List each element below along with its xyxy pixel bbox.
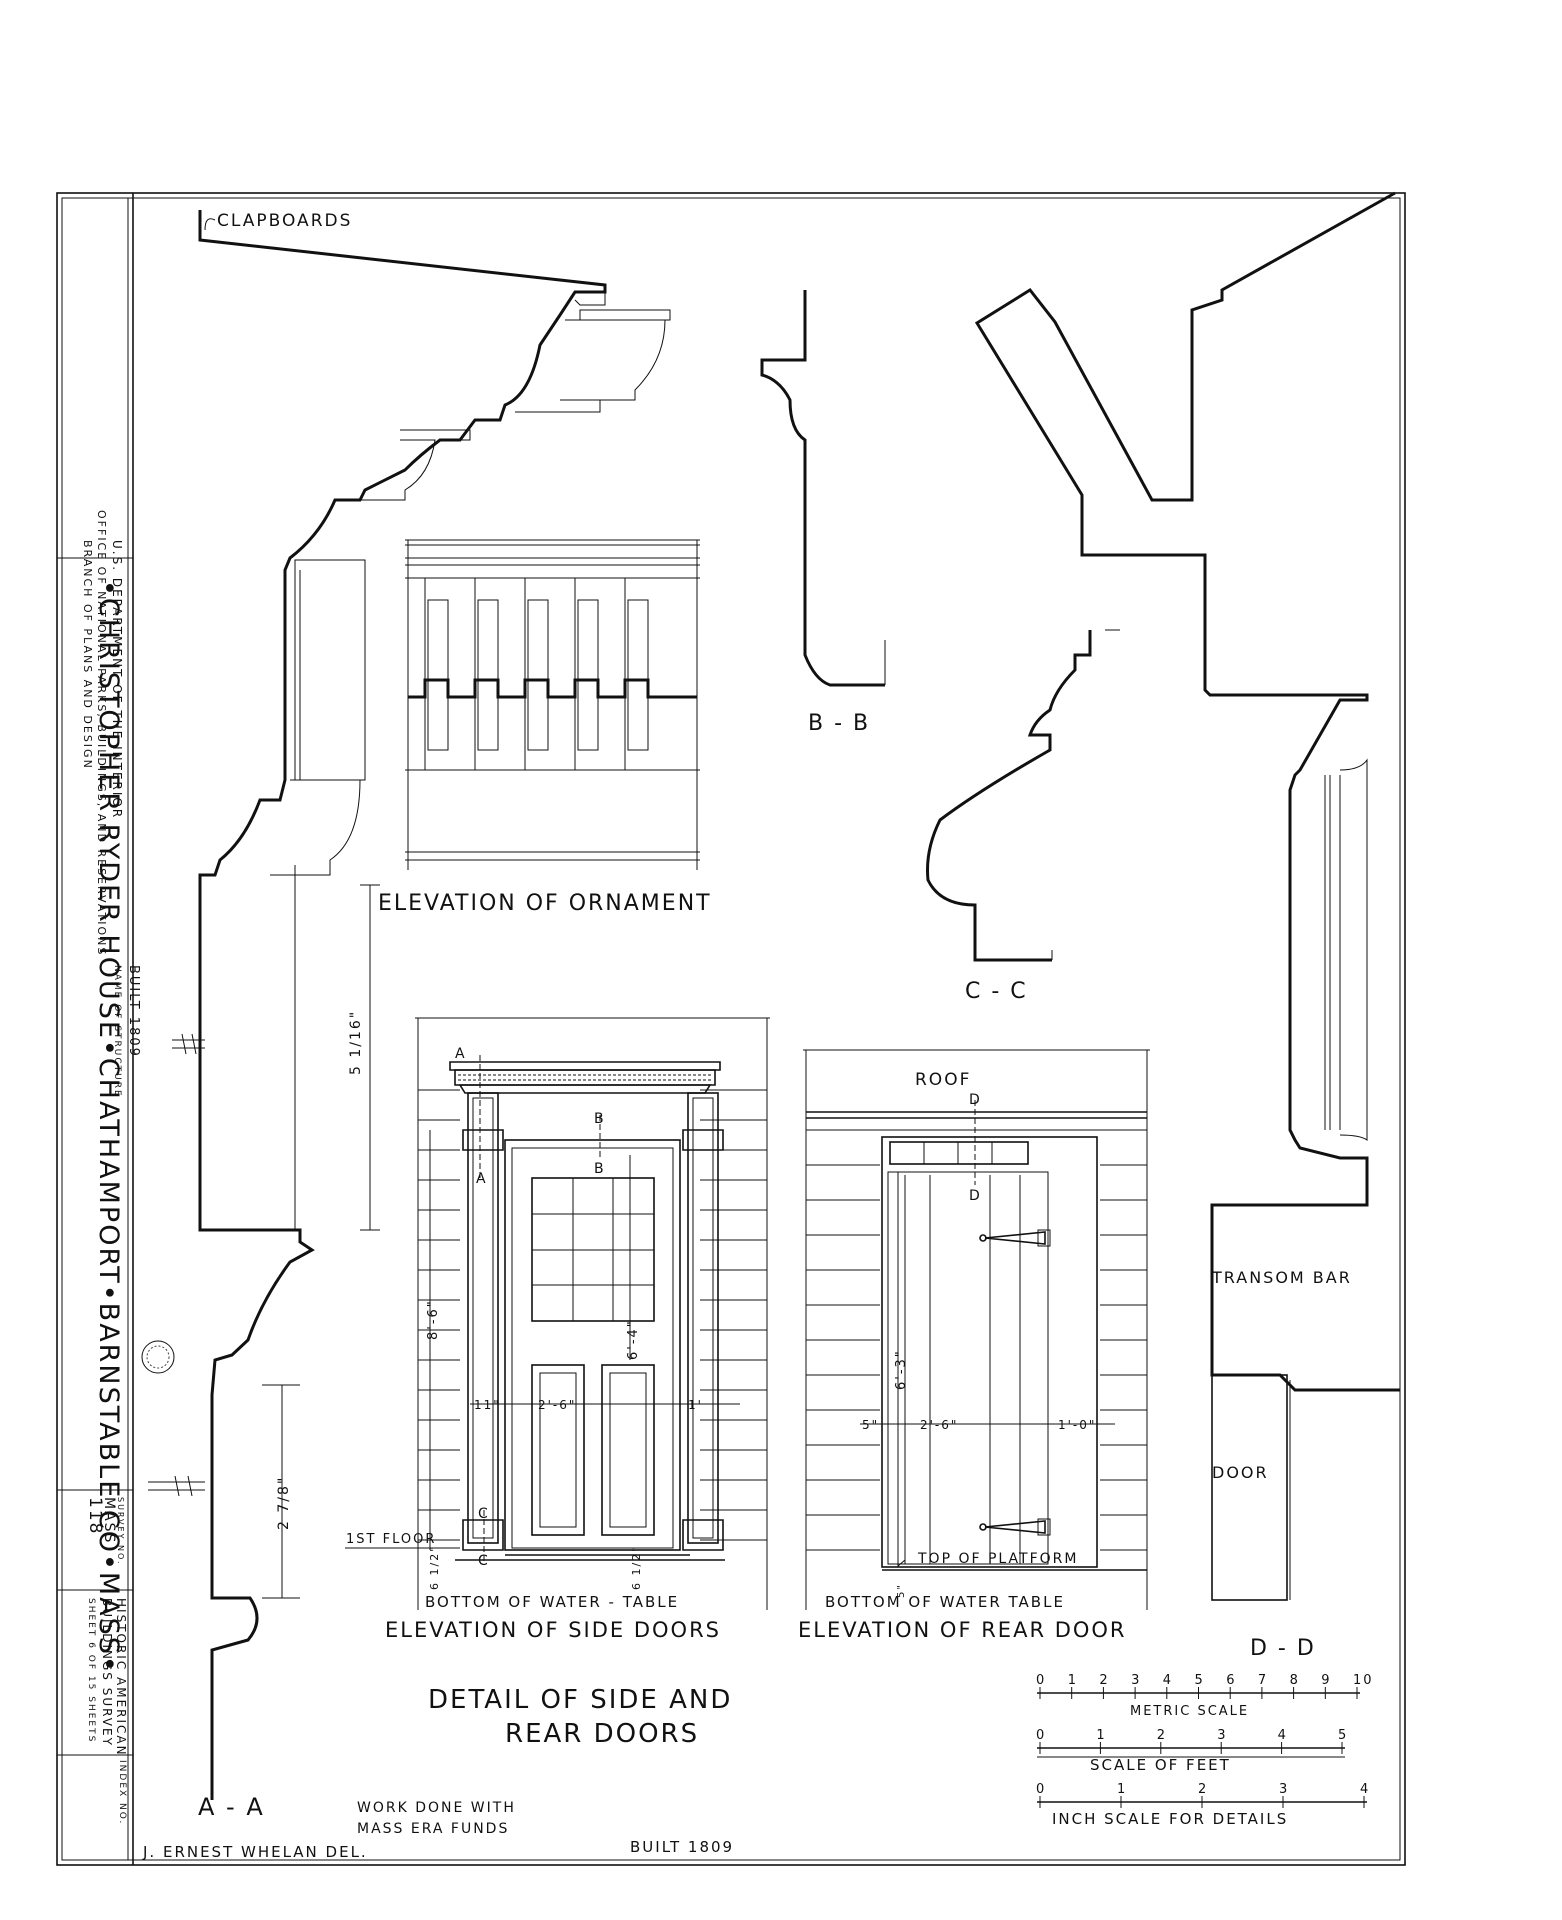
feet-scale-tick-label: 2 xyxy=(1157,1728,1167,1743)
label-clapboards: CLAPBOARDS xyxy=(217,211,352,231)
dim-6-half-right: 6 1/2" xyxy=(630,1545,643,1590)
side-door-elevation: A A B B C C 8'-6" 6'-4" 11" 2'-6" 1' 6 1… xyxy=(345,1017,770,1642)
agency-line-1: U.S. DEPARTMENT OF THE INTERIOR xyxy=(110,540,124,819)
feet-scale-tick-label: 4 xyxy=(1278,1728,1288,1743)
feet-scale-label: SCALE OF FEET xyxy=(1090,1756,1231,1774)
work-done-line-1: WORK DONE WITH xyxy=(357,1800,516,1816)
metric-scale-tick-label: 6 xyxy=(1226,1673,1236,1688)
dim-label-2-7-8: 2 7/8" xyxy=(276,1476,292,1530)
section-mark-b-top: B xyxy=(594,1111,606,1127)
section-d-d-profile: TRANSOM BAR DOOR D - D xyxy=(974,191,1400,1661)
title-block: U.S. DEPARTMENT OF THE INTERIOR OFFICE O… xyxy=(81,510,141,1825)
index-no-label: INDEX NO. xyxy=(117,1760,127,1825)
dim-5-small: 5" xyxy=(896,1583,907,1598)
label-door-section: DOOR xyxy=(1212,1463,1269,1482)
inch-scale-label: INCH SCALE FOR DETAILS xyxy=(1052,1810,1288,1828)
label-first-floor: 1ST FLOOR xyxy=(346,1532,436,1547)
inch-scale-tick-label: 3 xyxy=(1279,1782,1289,1797)
metric-scale-tick-label: 1 xyxy=(1068,1673,1078,1688)
inch-scale-tick-label: 1 xyxy=(1117,1782,1127,1797)
metric-scale-tick-label: 0 xyxy=(1036,1673,1046,1688)
label-section-dd: D - D xyxy=(1250,1636,1316,1661)
rear-door-elevation: ROOF D D xyxy=(798,1049,1150,1642)
section-mark-c-bottom: C xyxy=(478,1553,490,1569)
metric-scale-tick-label: 9 xyxy=(1321,1673,1331,1688)
dim-2-7-8: 2 7/8" xyxy=(262,1384,300,1599)
clapboards-leader xyxy=(204,218,216,231)
inch-scale: 0 1 2 3 4 INCH SCALE FOR DETAILS xyxy=(1036,1782,1370,1828)
section-mark-d-top: D xyxy=(969,1092,982,1108)
section-mark-a-bottom: A xyxy=(476,1171,488,1187)
agency-line-2: OFFICE OF NATIONAL PARKS, BUILDINGS, AND… xyxy=(95,510,108,956)
label-elev-rear: ELEVATION OF REAR DOOR xyxy=(798,1618,1127,1642)
inch-scale-tick-label: 2 xyxy=(1198,1782,1208,1797)
structure-title: •CHRISTOPHER RYDER HOUSE•CHATHAMPORT•BAR… xyxy=(93,580,124,1674)
feet-scale-tick-label: 5 xyxy=(1338,1728,1348,1743)
name-of-structure-label: NAME OF STRUCTURE xyxy=(112,965,122,1098)
section-b-b-profile: B - B xyxy=(760,290,886,736)
label-elevation-ornament: ELEVATION OF ORNAMENT xyxy=(378,891,712,916)
label-transom-bar: TRANSOM BAR xyxy=(1211,1268,1352,1287)
inch-scale-tick-label: 4 xyxy=(1360,1782,1370,1797)
built-bottom: BUILT 1809 xyxy=(630,1838,734,1856)
feet-scale-tick-label: 0 xyxy=(1036,1728,1046,1743)
label-section-cc: C - C xyxy=(965,979,1028,1004)
label-elev-side: ELEVATION OF SIDE DOORS xyxy=(385,1618,721,1642)
section-mark-a-top: A xyxy=(455,1046,467,1062)
survey-no-mass: MASS xyxy=(101,1497,117,1544)
inch-scale-tick-label: 0 xyxy=(1036,1782,1046,1797)
agency-line-3: BRANCH OF PLANS AND DESIGN xyxy=(81,540,94,770)
sheet-number: SHEET 6 OF 15 SHEETS xyxy=(86,1598,96,1743)
dim-label-5-1-16: 5 1/16" xyxy=(348,1010,364,1075)
feet-scale-tick-label: 1 xyxy=(1096,1728,1106,1743)
outer-border xyxy=(56,192,1406,1866)
label-section-aa: A - A xyxy=(198,1793,265,1821)
survey-no-number: 118 xyxy=(85,1497,105,1535)
label-roof: ROOF xyxy=(915,1070,971,1090)
built-year: BUILT 1809 xyxy=(126,965,141,1058)
label-bottom-rear: BOTTOM OF WATER TABLE xyxy=(825,1593,1065,1611)
dim-11: 11" xyxy=(474,1398,501,1412)
section-c-c-profile: C - C xyxy=(926,629,1120,1004)
label-section-bb: B - B xyxy=(808,711,870,736)
feet-scale-tick-label: 3 xyxy=(1217,1728,1227,1743)
dim-8-6: 8'-6" xyxy=(426,1299,441,1340)
section-mark-d-bottom: D xyxy=(969,1188,982,1204)
dim-1-side: 1' xyxy=(688,1398,703,1412)
seal-stamp xyxy=(141,1340,175,1374)
dim-6-3: 6'-3" xyxy=(894,1349,909,1390)
metric-scale-tick-label: 7 xyxy=(1258,1673,1268,1688)
metric-scale-tick-label: 8 xyxy=(1290,1673,1300,1688)
dim-5-1-16: 5 1/16" xyxy=(348,884,380,1231)
metric-scale-tick-label: 2 xyxy=(1099,1673,1109,1688)
section-mark-b-bottom: B xyxy=(594,1161,606,1177)
metric-scale-tick-label: 3 xyxy=(1131,1673,1141,1688)
metric-scale-tick-label: 10 xyxy=(1353,1673,1374,1688)
label-bottom-side: BOTTOM OF WATER - TABLE xyxy=(425,1593,679,1611)
sheet-title-line-1: DETAIL OF SIDE AND xyxy=(428,1685,732,1715)
dim-5-rear: 5" xyxy=(862,1418,879,1432)
survey-no-label: SURVEY NO. xyxy=(116,1497,125,1566)
metric-scale: 0 1 2 3 4 5 6 7 8 9 10 METRIC SCALE xyxy=(1036,1673,1374,1719)
sheet-title-line-2: REAR DOORS xyxy=(505,1719,699,1749)
feet-scale: 0 1 2 3 4 5 SCALE OF FEET xyxy=(1036,1728,1348,1774)
dim-2-6-side: 2'-6" xyxy=(538,1398,576,1412)
dim-2-6-rear: 2'-6" xyxy=(920,1418,958,1432)
metric-scale-label: METRIC SCALE xyxy=(1130,1704,1249,1719)
delineator: J. ERNEST WHELAN DEL. xyxy=(142,1843,368,1861)
work-done-line-2: MASS ERA FUNDS xyxy=(357,1821,509,1837)
metric-scale-tick-label: 5 xyxy=(1195,1673,1205,1688)
metric-scale-tick-label: 4 xyxy=(1163,1673,1173,1688)
dim-6-1-2-left: 6 1/2" xyxy=(428,1545,441,1590)
ornament-elevation: ELEVATION OF ORNAMENT xyxy=(378,539,712,916)
dim-1-0-rear: 1'-0" xyxy=(1058,1418,1096,1432)
dim-6-4: 6'-4" xyxy=(626,1319,641,1360)
inner-border xyxy=(61,197,1401,1861)
survey-name-1: HISTORIC AMERICAN xyxy=(114,1598,128,1757)
label-top-of-platform: TOP OF PLATFORM xyxy=(917,1551,1078,1567)
survey-name-2: BUILDINGS SURVEY xyxy=(100,1598,114,1747)
section-a-a-profile xyxy=(148,210,671,1800)
section-mark-c-top: C xyxy=(478,1506,490,1522)
